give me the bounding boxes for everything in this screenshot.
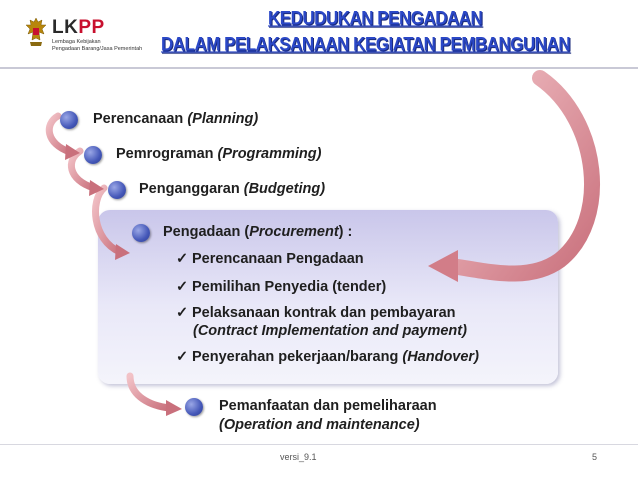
step-dot-operation: [185, 398, 203, 416]
step-dot-budgeting: [108, 181, 126, 199]
logo-wordmark: LKPP: [52, 17, 105, 38]
procurement-item-planning: ✓Perencanaan Pengadaan: [176, 251, 364, 267]
step-operation: Pemanfaatan dan pemeliharaan: [219, 398, 437, 414]
slide-title-line2: DALAM PELAKSANAAN KEGIATAN PEMBANGUNAN: [161, 33, 571, 55]
step-budgeting: Penganggaran (Budgeting): [139, 181, 326, 197]
step-dot-procurement: [132, 224, 150, 242]
step-operation-en: (Operation and maintenance): [219, 417, 420, 433]
procurement-item-selection: ✓Pemilihan Penyedia (tender): [176, 279, 387, 295]
step-dot-programming: [84, 146, 102, 164]
page-number: 5: [592, 452, 598, 462]
footer-version: versi_9.1: [280, 452, 317, 462]
garuda-emblem-icon: [25, 17, 47, 46]
footer-divider: [0, 444, 638, 445]
procurement-item-handover: ✓Penyerahan pekerjaan/barang (Handover): [176, 349, 479, 365]
procurement-item-contract-en: (Contract Implementation and payment): [193, 323, 467, 339]
checkmark-icon: ✓: [176, 279, 189, 295]
lkpp-logo: LKPP Lembaga Kebijakan Pengadaan Barang/…: [24, 16, 154, 56]
procurement-heading: Pengadaan (Procurement) :: [163, 224, 353, 240]
checkmark-icon: ✓: [176, 251, 189, 267]
logo-subtitle: Lembaga Kebijakan Pengadaan Barang/Jasa …: [52, 39, 143, 52]
step-programming: Pemrograman (Programming): [116, 146, 322, 162]
header-divider: [0, 67, 638, 69]
checkmark-icon: ✓: [176, 305, 189, 321]
step-dot-planning: [60, 111, 78, 129]
procurement-item-contract: ✓Pelaksanaan kontrak dan pembayaran: [176, 305, 456, 321]
slide-title-line1: KEDUDUKAN PENGADAAN: [268, 7, 483, 29]
step-planning: Perencanaan (Planning): [93, 111, 259, 127]
checkmark-icon: ✓: [176, 349, 189, 365]
